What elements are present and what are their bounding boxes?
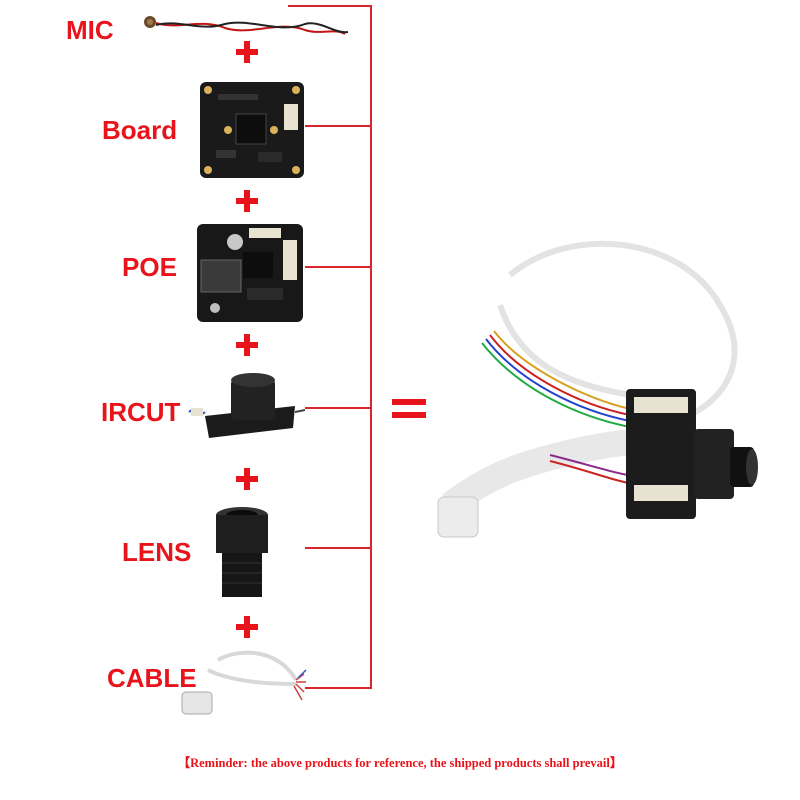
reminder-note: 【Reminder: the above products for refere… <box>177 756 623 770</box>
plus-icon <box>236 334 258 356</box>
ircut-filter-icon <box>188 373 306 438</box>
poe-module-icon <box>197 224 303 322</box>
plus-icon <box>236 190 258 212</box>
plus-icon <box>236 41 258 63</box>
bracket-vertical-line <box>370 5 372 689</box>
label-poe: POE <box>122 252 177 282</box>
connector-line-ircut <box>305 407 372 409</box>
equals-icon <box>392 399 426 419</box>
connector-line-board <box>305 125 372 127</box>
assembled-camera-module-icon <box>437 240 758 538</box>
plus-icon <box>236 616 258 638</box>
label-cable: CABLE <box>107 663 197 693</box>
connector-line-cable <box>305 687 372 689</box>
connector-line-lens <box>305 547 372 549</box>
label-mic: MIC <box>66 15 114 45</box>
label-ircut: IRCUT <box>101 397 181 427</box>
plus-icon <box>236 468 258 490</box>
microphone-icon <box>144 16 349 35</box>
lens-icon <box>216 507 268 597</box>
connector-line-mic <box>288 5 372 7</box>
connector-line-poe <box>305 266 372 268</box>
cable-icon <box>181 650 307 715</box>
label-lens: LENS <box>122 537 192 567</box>
label-board: Board <box>102 115 178 145</box>
board-icon <box>200 82 304 178</box>
